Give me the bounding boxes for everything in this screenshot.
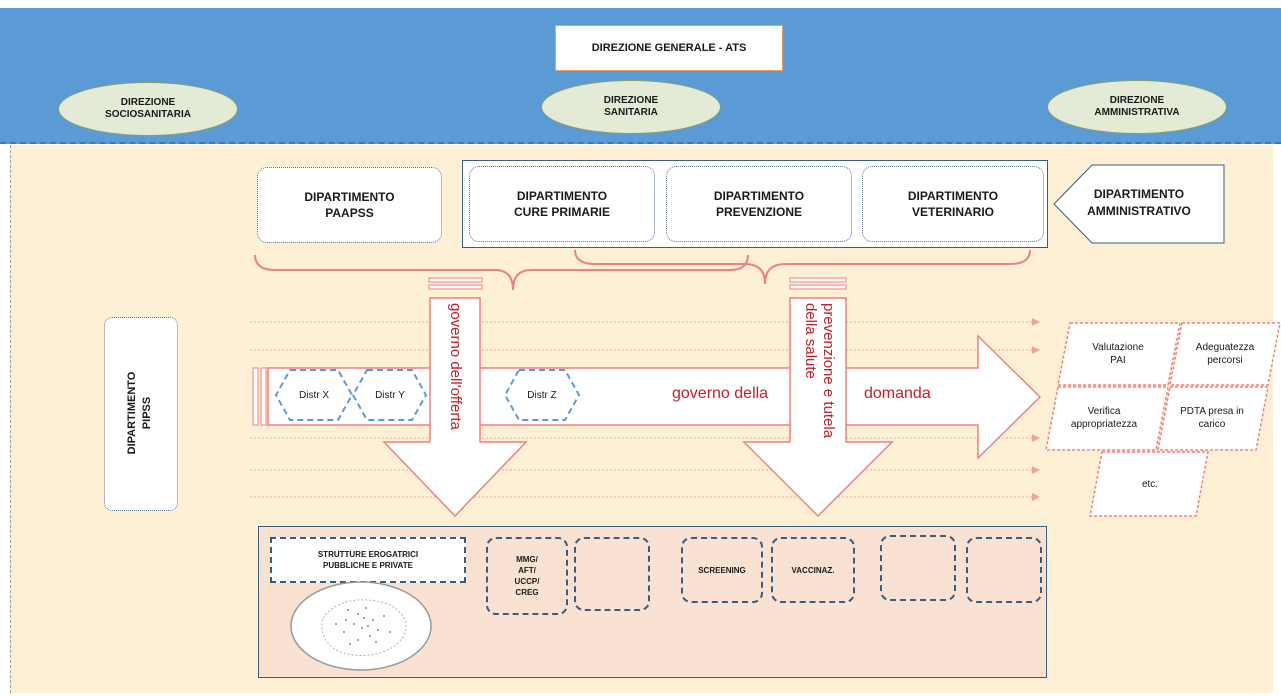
direzione-amministrativa-ellipse: DIREZIONE AMMINISTRATIVA [1047, 80, 1227, 134]
dipartimento-amministrativo-label: DIPARTIMENTO AMMINISTRATIVO [1087, 187, 1191, 218]
empty-box-3 [966, 537, 1042, 603]
verifica-appropriatezza-label: Verifica appropriatezza [1070, 406, 1138, 430]
governo-della-label: governo della [672, 385, 769, 402]
flow-line-arrowheads [1032, 318, 1040, 501]
domanda-label: domanda [864, 385, 931, 402]
dipartimento-pipss-label: DIPARTIMENTO PIPSS [126, 371, 153, 455]
territory-map-icon [290, 581, 432, 671]
pdta-presa-in-carico-label: PDTA presa in carico [1180, 406, 1244, 430]
distr-y-hexagon [351, 369, 428, 421]
dipartimento-veterinario: DIPARTIMENTO VETERINARIO [862, 166, 1044, 242]
valutazione-pai-label: Valutazione PAI [1092, 342, 1144, 366]
direzione-generale-box: DIREZIONE GENERALE - ATS [555, 25, 783, 71]
vertical-arrow-offerta [382, 297, 528, 518]
direzione-sanitaria-ellipse: DIREZIONE SANITARIA [541, 80, 721, 134]
distr-x-hexagon [274, 369, 354, 421]
dipartimento-cure-primarie: DIPARTIMENTO CURE PRIMARIE [469, 166, 655, 242]
distr-x-label: Distr X [299, 389, 329, 401]
outcome-shapes [1045, 322, 1281, 517]
brace-left [254, 254, 749, 291]
screening-box: SCREENING [681, 537, 763, 603]
vaccinaz-box: VACCINAZ. [771, 537, 855, 603]
vertical-arrow-prevenzione [742, 297, 894, 518]
distr-y-label: Distr Y [375, 389, 405, 401]
mmg-aft-uccp-creg-box: MMG/ AFT/ UCCP/ CREG [486, 537, 568, 615]
governo-offerta-label: governo dell'offerta [447, 303, 464, 430]
adeguatezza-percorsi-label: Adeguatezza percorsi [1195, 342, 1255, 366]
dipartimento-paapss: DIPARTIMENTO PAAPSS [257, 167, 442, 243]
brace-right [574, 249, 1031, 285]
big-horizontal-arrow [267, 334, 1042, 460]
prevenzione-tutela-label: prevenzione e tutela della salute [802, 303, 837, 439]
direzione-sociosanitaria-ellipse: DIREZIONE SOCIOSANITARIA [58, 82, 238, 136]
dipartimento-pipss-box [104, 317, 178, 511]
distr-z-label: Distr Z [527, 389, 557, 401]
etc-label: etc. [1141, 478, 1159, 490]
empty-box-1 [574, 537, 650, 611]
empty-box-2 [880, 535, 956, 601]
strutture-erogatrici-box: STRUTTURE EROGATRICI PUBBLICHE E PRIVATE [270, 537, 466, 583]
dipartimento-amministrativo-shape [1053, 164, 1225, 244]
dipartimento-prevenzione: DIPARTIMENTO PREVENZIONE [666, 166, 852, 242]
distr-z-hexagon [503, 369, 581, 421]
